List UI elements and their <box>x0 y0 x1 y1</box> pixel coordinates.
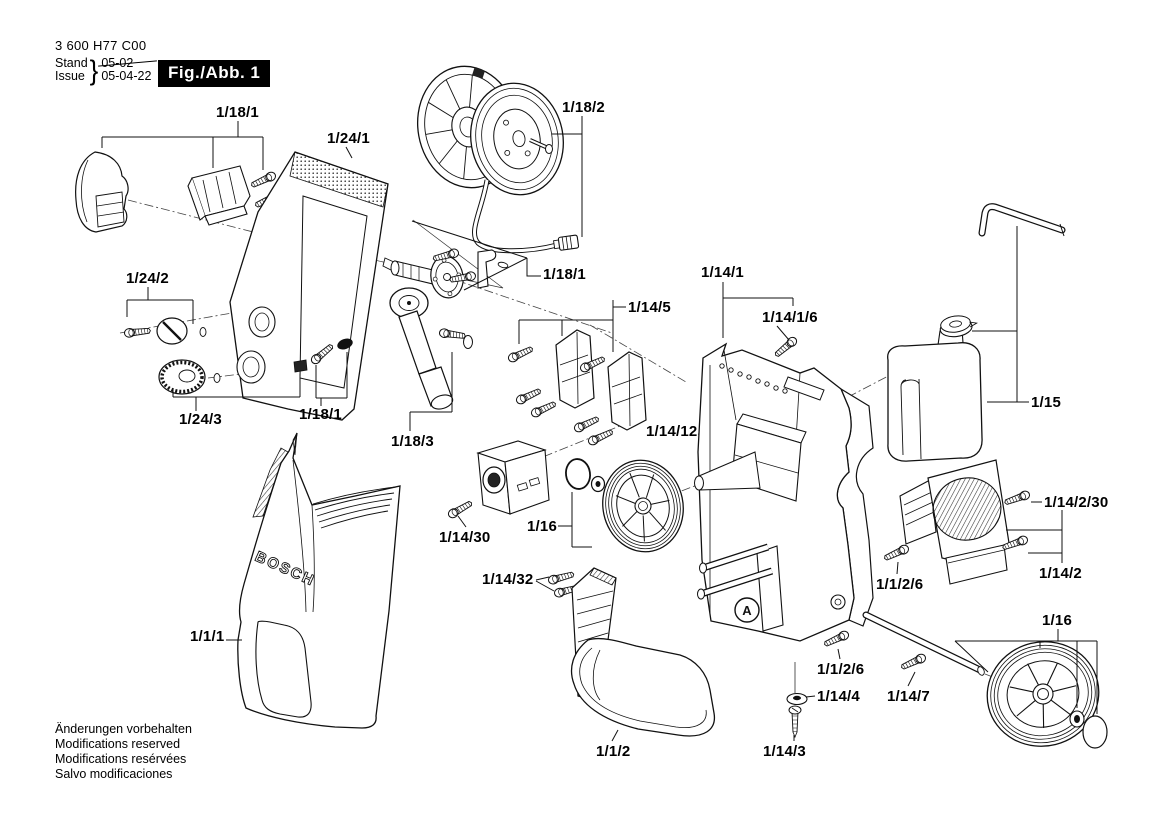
stand-label: Stand <box>55 56 88 70</box>
callout-switch-box: 1/14/30 <box>439 529 491 546</box>
leader-lines <box>101 116 1098 742</box>
callout-handle-cover: 1/24/1 <box>327 130 370 147</box>
mount-bracket-part <box>187 165 251 226</box>
body-frame-part <box>694 342 874 642</box>
issue-label: Issue <box>55 69 85 83</box>
figure-label: Fig./Abb. 1 <box>158 60 271 87</box>
part-number: 3 600 H77 C00 <box>55 38 147 53</box>
switch-box-part <box>476 440 550 515</box>
callout-screws-pair: 1/14/32 <box>482 571 534 588</box>
handle-cap-part <box>75 151 129 233</box>
oring-part <box>565 458 606 493</box>
callout-front-cover: 1/1/1 <box>190 628 225 645</box>
callout-wheel-right: 1/16 <box>1042 612 1072 629</box>
knob-small-part <box>156 317 207 345</box>
notice-line-en: Modifications reserved <box>55 737 181 751</box>
callout-shell-screw-lower: 1/1/2/6 <box>817 661 865 678</box>
issue-date: 05-04-22 <box>101 69 152 83</box>
knob-large-part <box>158 359 308 395</box>
callout-axle-screw: 1/14/7 <box>887 688 930 705</box>
hose-guide-parts <box>382 249 509 299</box>
notice-line-de: Änderungen vorbehalten <box>55 722 192 736</box>
hook-rod-part <box>978 203 1066 237</box>
callout-vent-cover: 1/14/2 <box>1039 565 1082 582</box>
revision-notice: Änderungen vorbehalten Modifications res… <box>55 722 192 782</box>
title-block: 3 600 H77 C00 Stand Issue } 05-02 05-04-… <box>55 38 151 83</box>
tank-part <box>887 315 983 462</box>
base-screw-part <box>788 705 802 739</box>
bottom-shell-part <box>570 567 716 737</box>
front-cover-part: BOSCH <box>237 432 401 729</box>
handle-cover-part <box>229 151 389 421</box>
support-bracket-parts <box>555 329 647 431</box>
callout-base-screw: 1/14/3 <box>763 743 806 760</box>
vent-cover-part <box>899 459 1010 585</box>
callout-body-frame: 1/14/1 <box>701 264 744 281</box>
callout-wheel-mid: 1/16 <box>527 518 557 535</box>
wheel-mid-part <box>602 459 684 553</box>
callout-hose-guide-top: 1/18/1 <box>216 104 259 121</box>
callout-knob-large: 1/24/3 <box>179 411 222 428</box>
callout-cover-screws: 1/14/2/30 <box>1044 494 1109 511</box>
callout-washer: 1/14/4 <box>817 688 860 705</box>
callout-hose-reel: 1/18/2 <box>562 99 605 116</box>
old-date: 05-02 <box>101 57 151 70</box>
detail-marker-a: A <box>742 603 752 618</box>
callout-body-screw: 1/14/1/6 <box>762 309 818 326</box>
callout-inlet-part: 1/14/12 <box>646 423 698 440</box>
callout-hose-guide-left: 1/18/1 <box>299 406 342 423</box>
callout-tank: 1/15 <box>1031 394 1061 411</box>
hubcap-parts <box>1069 710 1108 749</box>
callout-support-brackets: 1/14/5 <box>628 299 671 316</box>
axle-rod-part <box>862 611 985 676</box>
hose-reel-part <box>416 65 580 254</box>
notice-line-fr: Modifications resérvées <box>55 752 187 766</box>
handle-fix-parts <box>337 338 353 350</box>
detail-circle-a: A <box>734 597 760 623</box>
notice-line-es: Salvo modificaciones <box>55 767 173 781</box>
callout-knob-small: 1/24/2 <box>126 270 169 287</box>
brace-glyph: } <box>89 53 99 86</box>
callout-bottom-shell: 1/1/2 <box>596 743 631 760</box>
callout-hose-guide-mid: 1/18/1 <box>543 266 586 283</box>
callout-crank-handle: 1/18/3 <box>391 433 434 450</box>
washer-part <box>786 662 808 706</box>
callout-shell-screw-upper: 1/1/2/6 <box>876 576 924 593</box>
crank-part <box>389 287 473 410</box>
